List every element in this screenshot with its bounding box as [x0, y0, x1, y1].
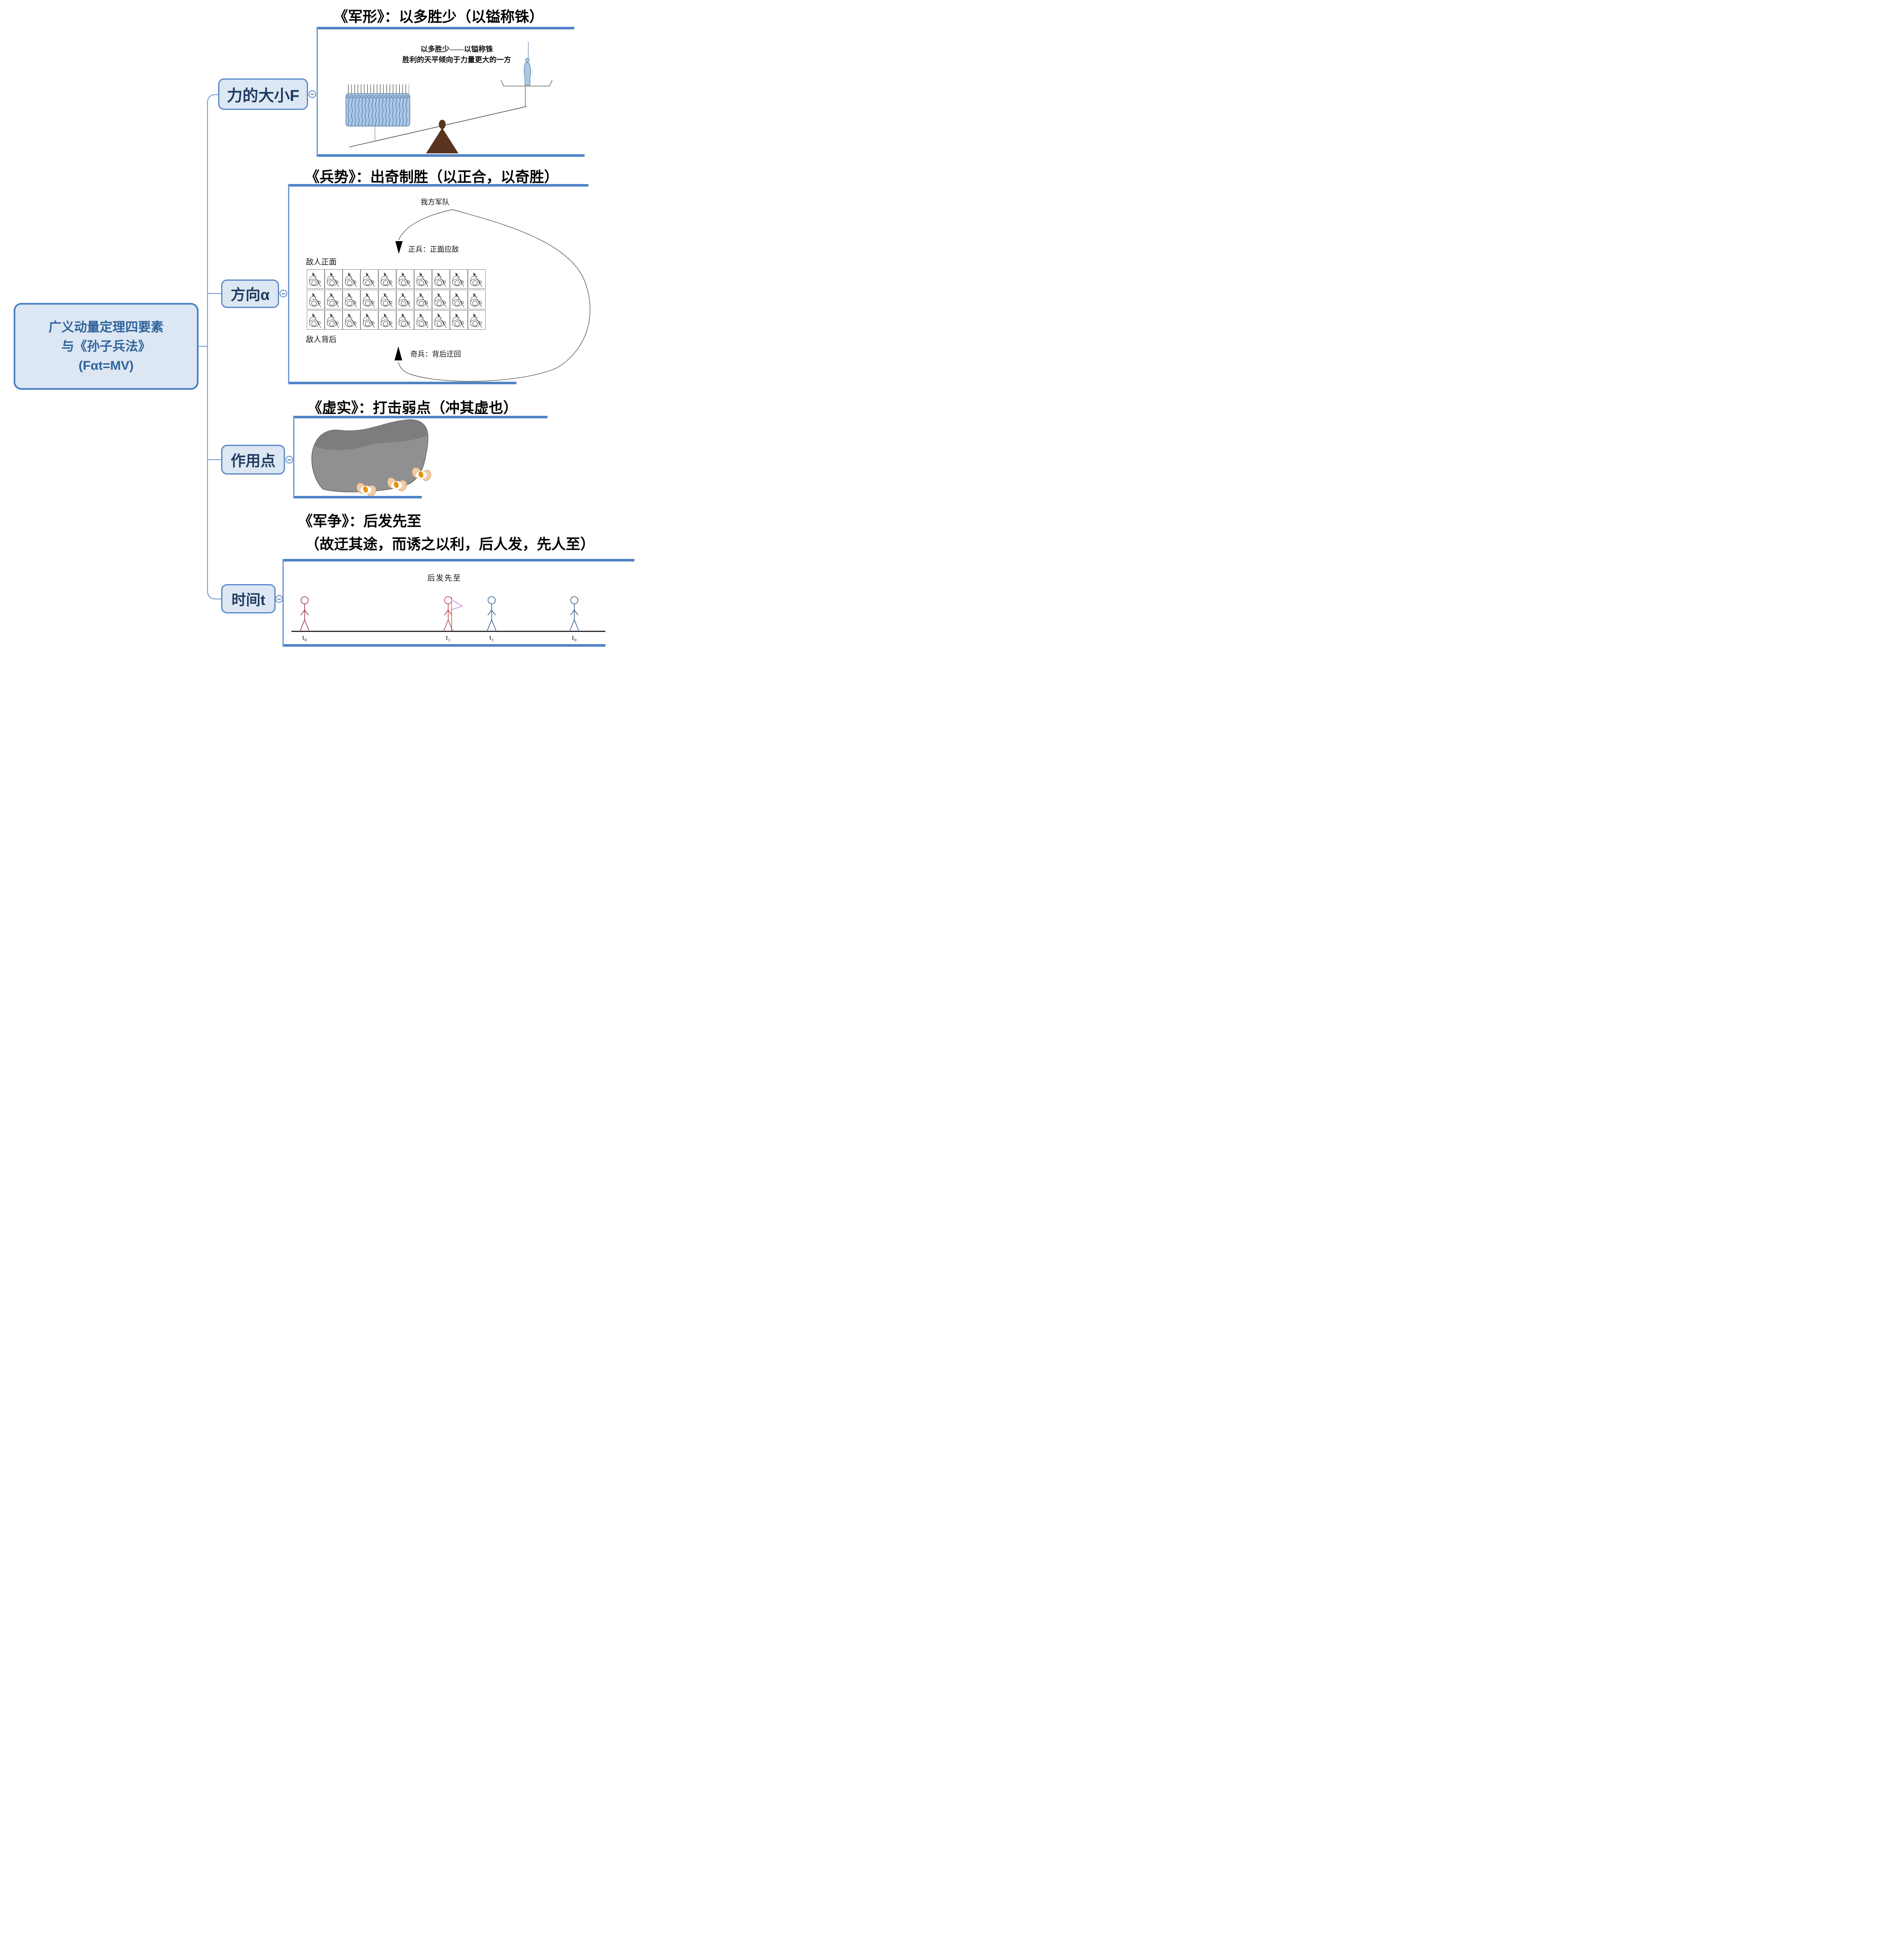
- junxing-panel-top-bar: [317, 27, 574, 29]
- root-title-line1: 广义动量定理四要素: [49, 320, 164, 334]
- fulcrum-knob: [439, 120, 446, 129]
- junxing-caption-line1: 以多胜少——以镒称铢: [421, 45, 493, 53]
- root-node[interactable]: 广义动量定理四要素 与《孙子兵法》 (Fαt=MV): [14, 303, 199, 390]
- root-title-line2: 与《孙子兵法》: [61, 339, 151, 354]
- collapse-minus-icon[interactable]: [308, 90, 316, 98]
- junxing-illustration: [346, 42, 553, 153]
- collapse-minus-icon[interactable]: [279, 290, 287, 297]
- junzheng-panel-left-border: [282, 559, 284, 647]
- platform: [501, 80, 553, 86]
- junxing-panel-left-border: [317, 27, 318, 157]
- collapse-minus-icon[interactable]: [275, 595, 283, 603]
- node-direction-label: 方向α: [230, 287, 270, 303]
- bingshi-our-army-label: 我方军队: [421, 198, 449, 206]
- collapse-minus-icon[interactable]: [285, 456, 293, 464]
- up-arrow: [395, 346, 402, 360]
- single-soldier-body: [524, 62, 531, 86]
- time-label-t1-blue: t₁: [489, 633, 494, 642]
- seesaw-plank: [349, 106, 527, 147]
- bingshi-qi-label: 奇兵：背后迂回: [410, 350, 461, 358]
- minus-dash: [311, 93, 314, 95]
- root-title-line3: (Fαt=MV): [78, 358, 134, 373]
- minus-dash: [282, 293, 285, 294]
- bingshi-zheng-label: 正兵：正面应敌: [408, 245, 459, 253]
- junzheng-panel-top-bar: [282, 559, 634, 561]
- xushi-panel-bottom-bar: [293, 496, 422, 498]
- xushi-illustration: [311, 419, 431, 497]
- runner-blue-start: [569, 596, 579, 632]
- egg-1: [356, 482, 376, 497]
- egg-2: [387, 477, 407, 492]
- xushi-panel-top-bar: [293, 416, 547, 418]
- time-label-t0-right: t₀: [572, 633, 577, 642]
- bingshi-title: 《兵势》：出奇制胜（以正合，以奇胜）: [305, 169, 559, 185]
- junxing-caption-line2: 胜利的天平倾向于力量更大的一方: [402, 56, 511, 64]
- soldier-crowd-texture: [347, 94, 409, 126]
- artwork-layer: [199, 42, 605, 632]
- spears: [347, 84, 409, 95]
- bingshi-panel-top-bar: [288, 184, 588, 187]
- node-force-label: 力的大小F: [227, 87, 300, 104]
- zheng-curve: [398, 209, 453, 241]
- xushi-title: 《虚实》：打击弱点（冲其虚也）: [308, 400, 518, 416]
- junzheng-illustration: [291, 596, 605, 632]
- bingshi-panel-bottom-bar: [288, 382, 516, 384]
- xushi-panel-left-border: [293, 416, 294, 498]
- time-label-t0-left: t₀: [302, 633, 307, 642]
- stone-top-shade: [315, 420, 427, 450]
- enemy-grid: [307, 269, 486, 331]
- junzheng-panel-bottom-bar: [282, 644, 605, 647]
- minus-dash: [288, 459, 291, 461]
- mindmap-canvas: 广义动量定理四要素 与《孙子兵法》 (Fαt=MV) 力的大小F 方向α 作用点…: [0, 0, 635, 651]
- node-force[interactable]: 力的大小F: [218, 78, 308, 110]
- bingshi-enemy-front-label: 敌人正面: [306, 258, 337, 266]
- node-direction[interactable]: 方向α: [221, 279, 279, 308]
- bingshi-panel-left-border: [288, 184, 289, 384]
- fulcrum-triangle: [426, 128, 458, 153]
- bingshi-enemy-back-label: 敌人背后: [306, 335, 337, 344]
- junzheng-title-line2: （故迂其途，而诱之以利，后人发，先人至）: [305, 536, 595, 553]
- node-point[interactable]: 作用点: [221, 445, 285, 475]
- down-arrow: [395, 241, 403, 254]
- qi-loop-curve: [398, 209, 590, 382]
- egg-3: [412, 467, 431, 481]
- junxing-title: 《军形》：以多胜少（以镒称铢）: [334, 9, 544, 25]
- runner-red-start: [300, 596, 310, 632]
- single-soldier-head: [525, 58, 530, 62]
- node-time-label: 时间t: [231, 592, 265, 608]
- runner-blue-mid: [487, 596, 497, 632]
- junxing-panel-bottom-bar: [317, 154, 585, 157]
- connector-lines: [199, 94, 221, 600]
- connector-trunk: [207, 94, 221, 600]
- time-label-t1-red: t₁: [446, 633, 451, 642]
- junzheng-caption: 后发先至: [427, 574, 461, 582]
- node-point-label: 作用点: [230, 452, 276, 469]
- junzheng-title-line1: 《军争》：后发先至: [298, 513, 421, 530]
- bingshi-illustration: [307, 209, 590, 382]
- minus-dash: [277, 598, 281, 600]
- flag-pennant: [451, 599, 463, 610]
- node-time[interactable]: 时间t: [221, 584, 276, 613]
